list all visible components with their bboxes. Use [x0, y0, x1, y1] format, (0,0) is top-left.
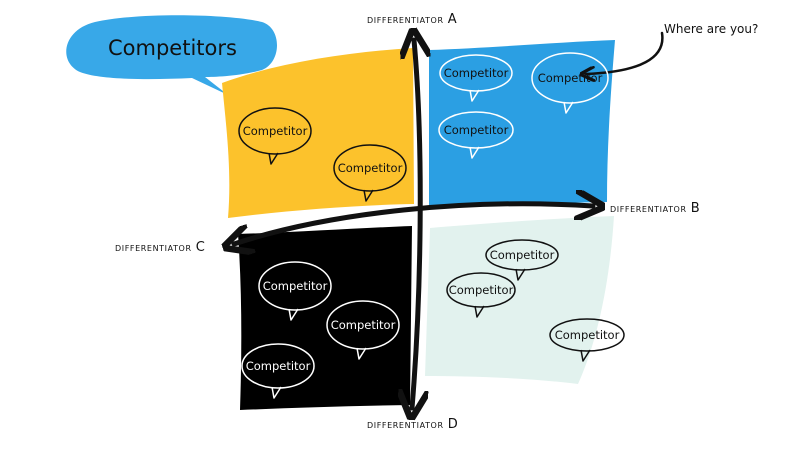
competitor-bubble	[258, 261, 332, 321]
axis-label-top: differentiator A	[367, 12, 458, 27]
competitor-label: Competitor	[554, 328, 620, 342]
competitor-label: Competitor	[262, 279, 328, 293]
competitor-bubble	[326, 300, 400, 360]
competitor-label: Competitor	[330, 318, 396, 332]
where-are-you-note: Where are you?	[664, 22, 759, 36]
competitor-bubble	[485, 239, 559, 281]
competitor-bubble	[241, 343, 315, 399]
competitor-bubble	[333, 144, 407, 202]
quadrant-bottom-left	[238, 226, 412, 410]
competitor-label: Competitor	[443, 123, 509, 137]
competitor-label: Competitor	[448, 283, 514, 297]
competitor-bubble	[446, 272, 516, 318]
competitor-label: Competitor	[337, 161, 403, 175]
title-bubble	[66, 15, 277, 95]
axis-horizontal	[234, 204, 593, 244]
competitor-label: Competitor	[245, 359, 311, 373]
competitor-bubble	[439, 54, 513, 102]
competitor-label: Competitor	[537, 71, 603, 85]
diagram-title: Competitors	[108, 36, 237, 60]
competitor-bubble	[531, 52, 609, 114]
quadrant-top-left	[222, 48, 414, 218]
quadrant-bottom-right	[425, 216, 614, 384]
competitor-label: Competitor	[443, 66, 509, 80]
axis-label-right: differentiator B	[610, 201, 701, 216]
competitor-label: Competitor	[489, 248, 555, 262]
quadrant-top-right	[429, 40, 615, 205]
competitor-bubble	[549, 318, 625, 362]
competitor-bubble	[238, 107, 312, 165]
note-arrow	[586, 31, 664, 74]
axis-label-left: differentiator C	[115, 240, 206, 255]
axis-label-bottom: differentiator D	[367, 417, 459, 432]
competitor-bubble	[438, 111, 514, 159]
competitor-label: Competitor	[242, 124, 308, 138]
